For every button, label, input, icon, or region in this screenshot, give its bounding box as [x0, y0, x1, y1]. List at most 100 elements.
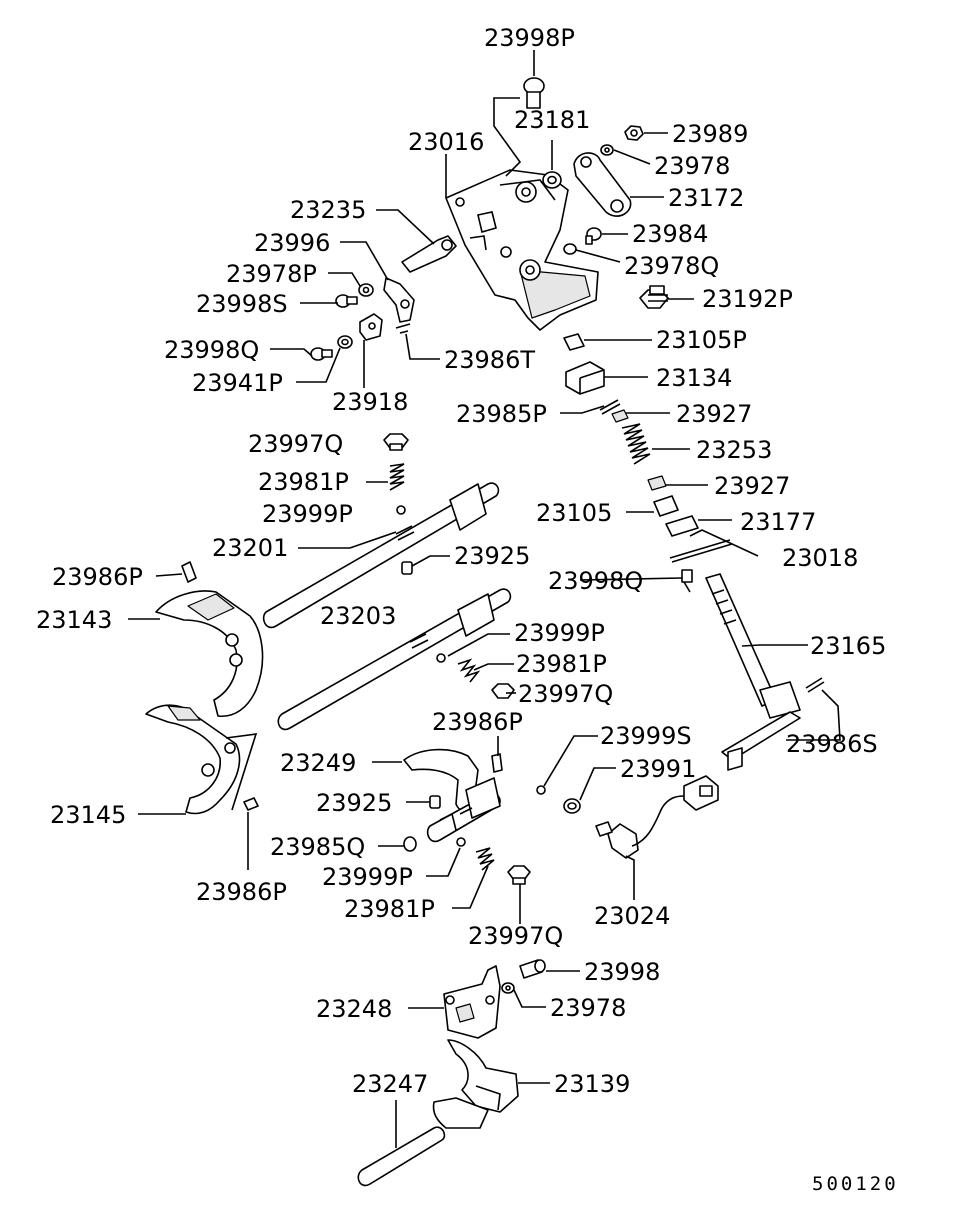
callout-label: 23925 [316, 789, 392, 817]
callout-label: 23925 [454, 542, 530, 570]
part-23997q-plug-upper [383, 433, 409, 451]
callout-label: 23999P [262, 500, 353, 528]
callout-label: 23192P [702, 285, 793, 313]
callout-label: 23172 [668, 184, 744, 212]
part-23989-nut [624, 125, 644, 141]
part-23999s-ball [536, 785, 546, 795]
callout-label: 23998Q [164, 336, 259, 364]
callout-label: 23248 [316, 995, 392, 1023]
part-23016-housing [445, 169, 599, 331]
callout-label: 23941P [192, 369, 283, 397]
leader-lines [128, 50, 841, 1148]
callout-label: 23105 [536, 499, 612, 527]
part-23986p-pin-middle [491, 753, 503, 773]
part-23984-pin [585, 227, 602, 245]
callout-label: 23927 [714, 472, 790, 500]
callout-label: 23986P [196, 878, 287, 906]
part-23998s-bolt [335, 294, 358, 308]
callout-label: 23999S [600, 722, 692, 750]
callout-label: 23985P [456, 400, 547, 428]
callout-label: 23927 [676, 400, 752, 428]
part-23134-block [565, 361, 605, 395]
callout-label: 23991 [620, 755, 696, 783]
part-23145-fork [145, 704, 258, 815]
callout-label: 23139 [554, 1070, 630, 1098]
part-23139-fork [432, 1039, 519, 1129]
callout-label: 23134 [656, 364, 732, 392]
callout-label: 23018 [782, 544, 858, 572]
part-23978p-washer [358, 283, 374, 297]
callout-label: 23978 [654, 152, 730, 180]
callout-label: 23981P [344, 895, 435, 923]
part-23925-pin-middle [429, 795, 441, 809]
part-23253-spring [621, 423, 651, 465]
part-23978q-washer [563, 243, 577, 255]
part-23181-seal [542, 171, 562, 189]
part-23978-washer-lower [501, 982, 515, 994]
part-23997q-plug-lower [507, 865, 531, 885]
part-23143-fork [155, 590, 264, 717]
part-23201-shaft [262, 482, 500, 629]
part-23998p-bolt [523, 77, 545, 109]
part-23998q-small-bolt [681, 569, 693, 593]
diagram-code: 500120 [812, 1173, 899, 1195]
part-23985q-ring [403, 836, 417, 852]
callout-labels: 23998P 23181 23989 23016 23978 23172 232… [36, 24, 899, 1195]
callout-label: 23201 [212, 534, 288, 562]
part-23978-washer [600, 144, 614, 156]
callout-label: 23986T [444, 346, 535, 374]
part-23997q-plug-middle [491, 683, 515, 699]
part-23999p-ball-upper [396, 505, 406, 515]
part-23927-lower-cap [647, 475, 667, 491]
callout-label: 23978 [550, 994, 626, 1022]
callout-label: 23024 [594, 902, 670, 930]
part-23925-pin-upper [401, 561, 413, 575]
part-23981p-spring-middle [457, 658, 481, 683]
part-23165-shaft [705, 573, 801, 771]
part-23985p-pin [599, 399, 621, 415]
part-23247-rod [357, 1126, 446, 1187]
callout-label: 23235 [290, 196, 366, 224]
part-23192p-plug [639, 285, 669, 309]
part-23986s-pin [805, 677, 825, 693]
callout-label: 23016 [408, 128, 484, 156]
part-23105p-block [563, 333, 585, 351]
part-23024-switch [595, 775, 719, 859]
part-23927-upper-cap [611, 409, 629, 423]
callout-label: 23143 [36, 606, 112, 634]
callout-label: 23918 [332, 388, 408, 416]
part-23235-lever [401, 235, 457, 273]
callout-label: 23978Q [624, 252, 719, 280]
part-23172-lever [573, 152, 632, 217]
part-23986p-pin-lower-left [243, 797, 259, 811]
callout-label: 23989 [672, 120, 748, 148]
callout-label: 23998S [196, 290, 288, 318]
callout-label: 23177 [740, 508, 816, 536]
part-23918-bracket [359, 313, 383, 341]
callout-label: 23997Q [518, 680, 613, 708]
part-23981p-spring-lower [475, 847, 495, 871]
callout-label: 23181 [514, 106, 590, 134]
callout-label: 23997Q [248, 430, 343, 458]
part-23996-plate [383, 277, 415, 323]
callout-label: 23203 [320, 602, 396, 630]
part-23105-block [653, 495, 679, 517]
callout-label: 23981P [258, 468, 349, 496]
part-23998-bolt [519, 959, 546, 979]
callout-label: 23999P [322, 863, 413, 891]
callout-label: 23996 [254, 229, 330, 257]
callout-label: 23247 [352, 1070, 428, 1098]
part-23248-bracket [443, 965, 501, 1039]
part-23991-gasket [563, 798, 581, 814]
callout-label: 23998Q [548, 567, 643, 595]
callout-label: 23981P [516, 650, 607, 678]
callout-label: 23999P [514, 619, 605, 647]
callout-label: 23986P [432, 708, 523, 736]
part-23018-rod [669, 539, 733, 563]
part-23999p-ball-lower [456, 837, 466, 847]
callout-label: 23998P [484, 24, 575, 52]
part-23998q-bolt [310, 347, 333, 361]
part-23986t-pin [395, 323, 411, 334]
